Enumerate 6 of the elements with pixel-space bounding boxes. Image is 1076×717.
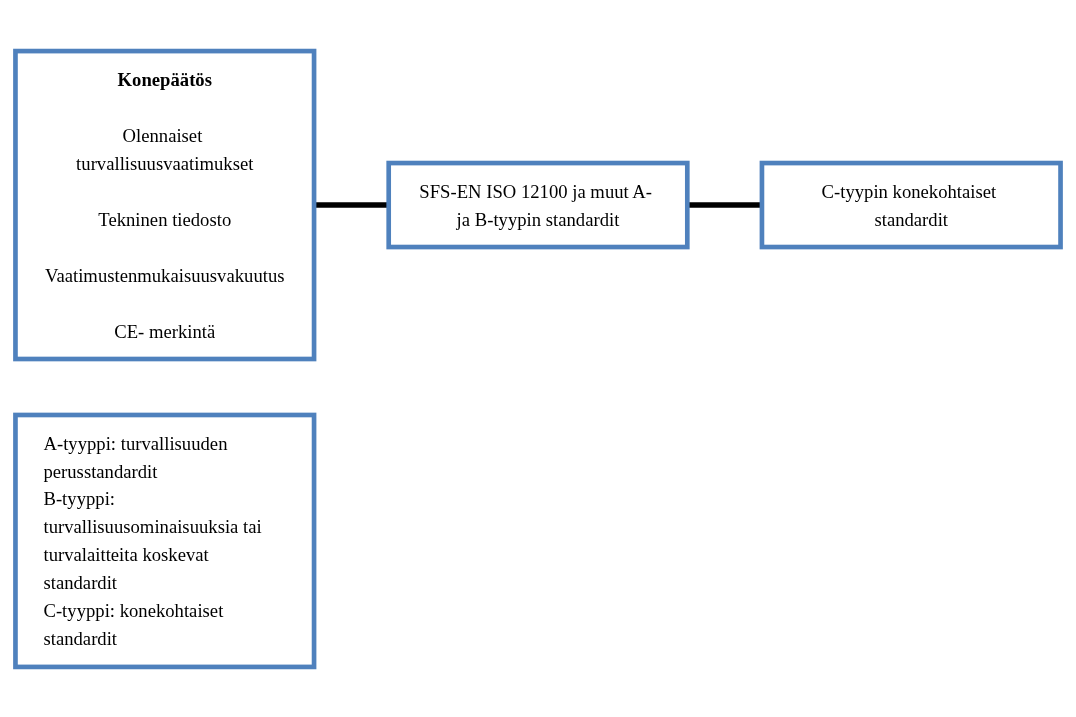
node-box: A-tyyppi: turvallisuuden perusstandardit B-tyyppi: turvallisuusominaisuuksia tai turvalaitteita koskevat standardit C-tyyppi: konekohtaiset standardit [13, 412, 317, 669]
node-box: Konepäätös Olennaiset turvallisuusvaatimukset Tekninen tiedosto Vaatimustenmukaisuusvakuutus CE- merkintä [13, 48, 317, 361]
connector [314, 201, 389, 208]
connector [687, 201, 762, 208]
node-box: C-tyypin konekohtaiset standardit [759, 160, 1063, 249]
node-box: SFS-EN ISO 12100 ja muut A- ja B-tyypin standardit [386, 160, 690, 249]
